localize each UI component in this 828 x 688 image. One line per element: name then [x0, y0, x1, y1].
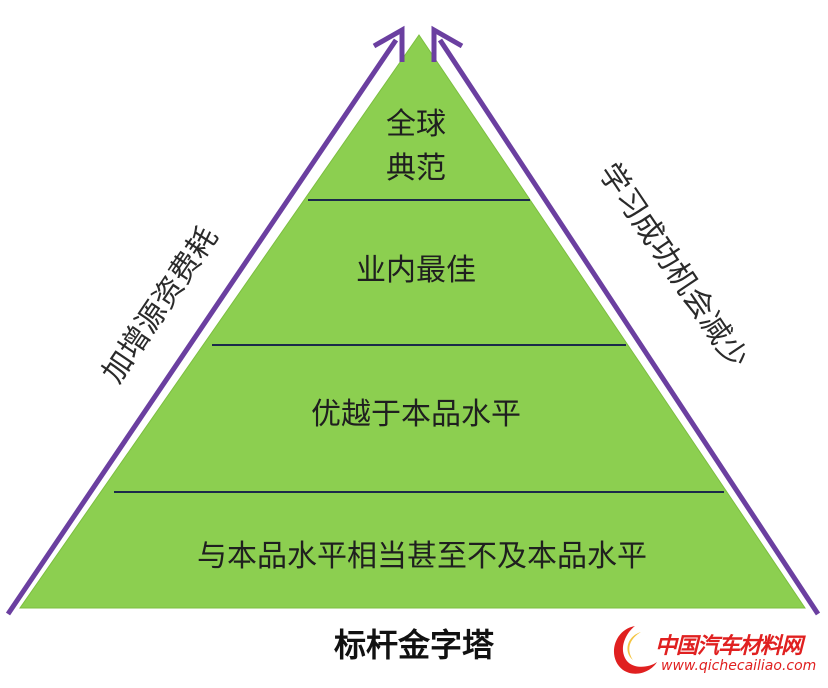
watermark-name: 中国汽车材料网: [655, 634, 803, 659]
tier-label-top-line2: 典范: [386, 151, 446, 186]
tier-label-industry-best: 业内最佳: [356, 253, 476, 288]
watermark-logo: 中国汽车材料网 www.qichecailiao.com: [605, 618, 825, 682]
left-arrow-shaft: [5, 38, 399, 616]
right-arrow-head: [431, 25, 464, 62]
tier-label-top-line1: 全球: [386, 107, 446, 142]
swoosh-icon: [613, 626, 657, 674]
tier-label-superior: 优越于本品水平: [311, 397, 521, 432]
tier-label-equal-or-below: 与本品水平相当甚至不及本品水平: [197, 539, 647, 574]
pyramid-triangle: [19, 34, 806, 609]
diagram-caption: 标杆金字塔: [333, 626, 494, 664]
right-arrow-shaft: [437, 38, 821, 616]
left-arrow-head: [372, 25, 405, 62]
watermark-url: www.qichecailiao.com: [661, 658, 817, 674]
